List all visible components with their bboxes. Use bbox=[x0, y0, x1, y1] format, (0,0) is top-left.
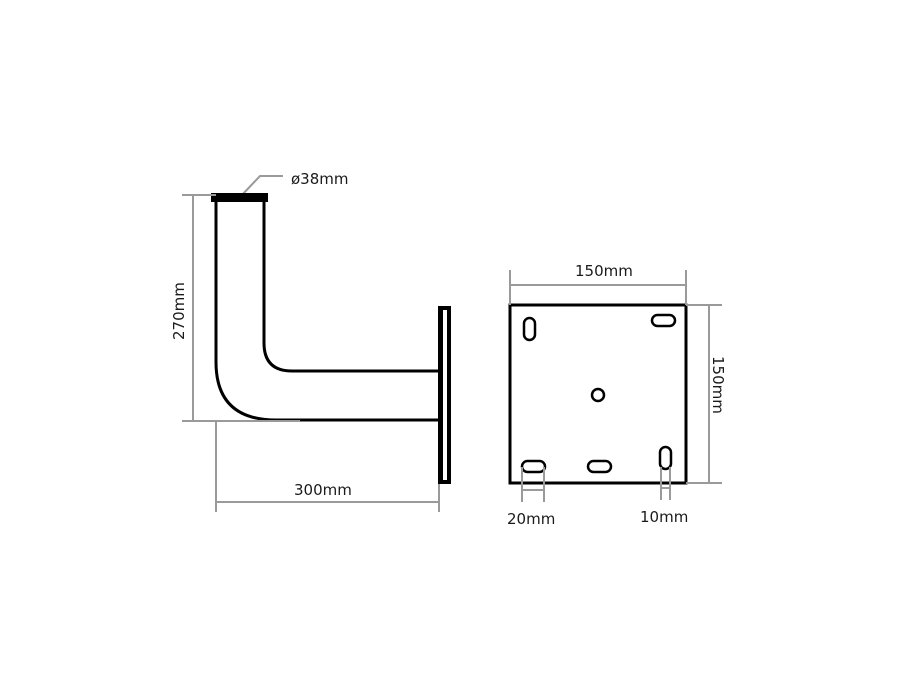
plate-height-label: 150mm bbox=[709, 356, 727, 414]
mounting-plate-side-inner bbox=[443, 310, 447, 480]
side-view: ø38mm 270mm 300mm bbox=[170, 170, 451, 512]
plate-view: 150mm 150mm 20mm 10mm bbox=[507, 262, 727, 528]
plate-outline bbox=[508, 303, 688, 485]
depth-label: 300mm bbox=[294, 481, 352, 499]
slot-bottom-center bbox=[586, 459, 613, 474]
slot-top-left bbox=[522, 316, 537, 342]
diameter-label: ø38mm bbox=[291, 170, 349, 188]
slot-bottom-left bbox=[520, 459, 547, 474]
pipe-top-cap bbox=[211, 193, 268, 202]
slot-left-label: 20mm bbox=[507, 510, 555, 528]
width-label: 150mm bbox=[575, 262, 633, 280]
slot-bottom-right bbox=[658, 445, 673, 471]
pipe-inner-edge bbox=[262, 202, 438, 373]
center-hole bbox=[590, 387, 606, 403]
pipe-outer-edge bbox=[214, 202, 438, 422]
slot-right-label: 10mm bbox=[640, 508, 688, 526]
slot-top-right bbox=[650, 313, 677, 328]
diameter-leader-line bbox=[240, 175, 283, 197]
height-label: 270mm bbox=[170, 282, 188, 340]
